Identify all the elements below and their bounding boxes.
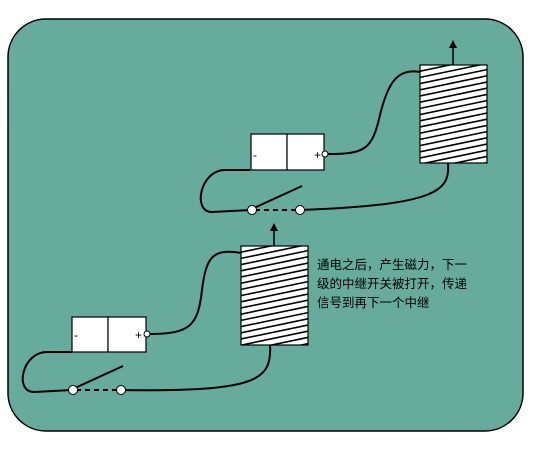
relay-stage-upper: - +	[199, 40, 488, 215]
battery-terminal	[321, 150, 329, 158]
coil-winding	[420, 87, 487, 103]
coil-winding	[420, 130, 487, 147]
coil-winding	[420, 81, 487, 97]
battery-cell-positive	[286, 133, 325, 171]
coil-winding	[420, 65, 484, 79]
battery-positive-label: +	[135, 328, 142, 342]
coil-winding	[241, 249, 308, 266]
battery-lower: - +	[71, 316, 151, 353]
coil-winding	[241, 246, 305, 260]
coil-winding	[241, 293, 308, 309]
coil-winding	[241, 268, 308, 284]
coil-winding	[241, 246, 275, 253]
battery-cell-negative	[250, 133, 288, 171]
coil-winding	[241, 324, 308, 340]
relay-coil-upper	[419, 64, 488, 164]
coil-winding	[420, 99, 487, 116]
coil-winding	[420, 112, 487, 128]
battery-terminal	[143, 330, 151, 338]
coil-winding	[241, 330, 308, 345]
coil-winding	[421, 149, 487, 163]
coil-winding	[241, 262, 308, 278]
battery-cell-negative	[71, 316, 109, 353]
wires-upper	[199, 70, 450, 214]
switch-contact-right	[295, 205, 305, 215]
coil-winding	[420, 75, 487, 91]
coil-winding	[420, 124, 487, 141]
battery-negative-label: -	[253, 148, 257, 162]
annotation-line: 信号到再下一个中继	[317, 295, 430, 310]
up-arrow-icon	[270, 223, 278, 246]
coil-winding	[420, 143, 487, 159]
coil-winding	[241, 299, 308, 315]
coil-winding	[420, 65, 454, 72]
coil-winding	[241, 280, 308, 297]
switch-contact-left	[247, 205, 257, 215]
coil-winding	[241, 274, 308, 291]
battery-positive-label: +	[314, 148, 321, 162]
annotation-line: 通电之后，产生磁力，下一	[317, 257, 468, 272]
coil-winding	[420, 137, 487, 153]
coil-winding	[241, 287, 308, 303]
coil-winding	[241, 305, 308, 322]
coil-winding	[241, 318, 308, 334]
coil-winding	[451, 155, 487, 163]
relay-coil-lower	[240, 245, 309, 346]
coil-winding	[267, 336, 308, 345]
coil-winding	[241, 256, 308, 272]
coil-winding	[420, 118, 487, 134]
switch-contact-right	[116, 385, 126, 395]
battery-cell-positive	[107, 316, 147, 353]
switch-contact-left	[68, 385, 78, 395]
coil-winding	[420, 106, 487, 122]
relay-stage-lower: - +	[21, 223, 309, 395]
annotation-line: 级的中继开关被打开，传递	[317, 276, 468, 291]
battery-upper: - +	[250, 133, 329, 171]
coil-winding	[420, 68, 487, 85]
up-arrow-icon	[449, 40, 457, 65]
wires-lower	[21, 250, 272, 394]
coil-winding	[420, 93, 487, 110]
battery-negative-label: -	[74, 328, 78, 342]
coil-winding	[241, 311, 308, 328]
annotation-text: 通电之后，产生磁力，下一 级的中继开关被打开，传递 信号到再下一个中继	[317, 255, 517, 312]
